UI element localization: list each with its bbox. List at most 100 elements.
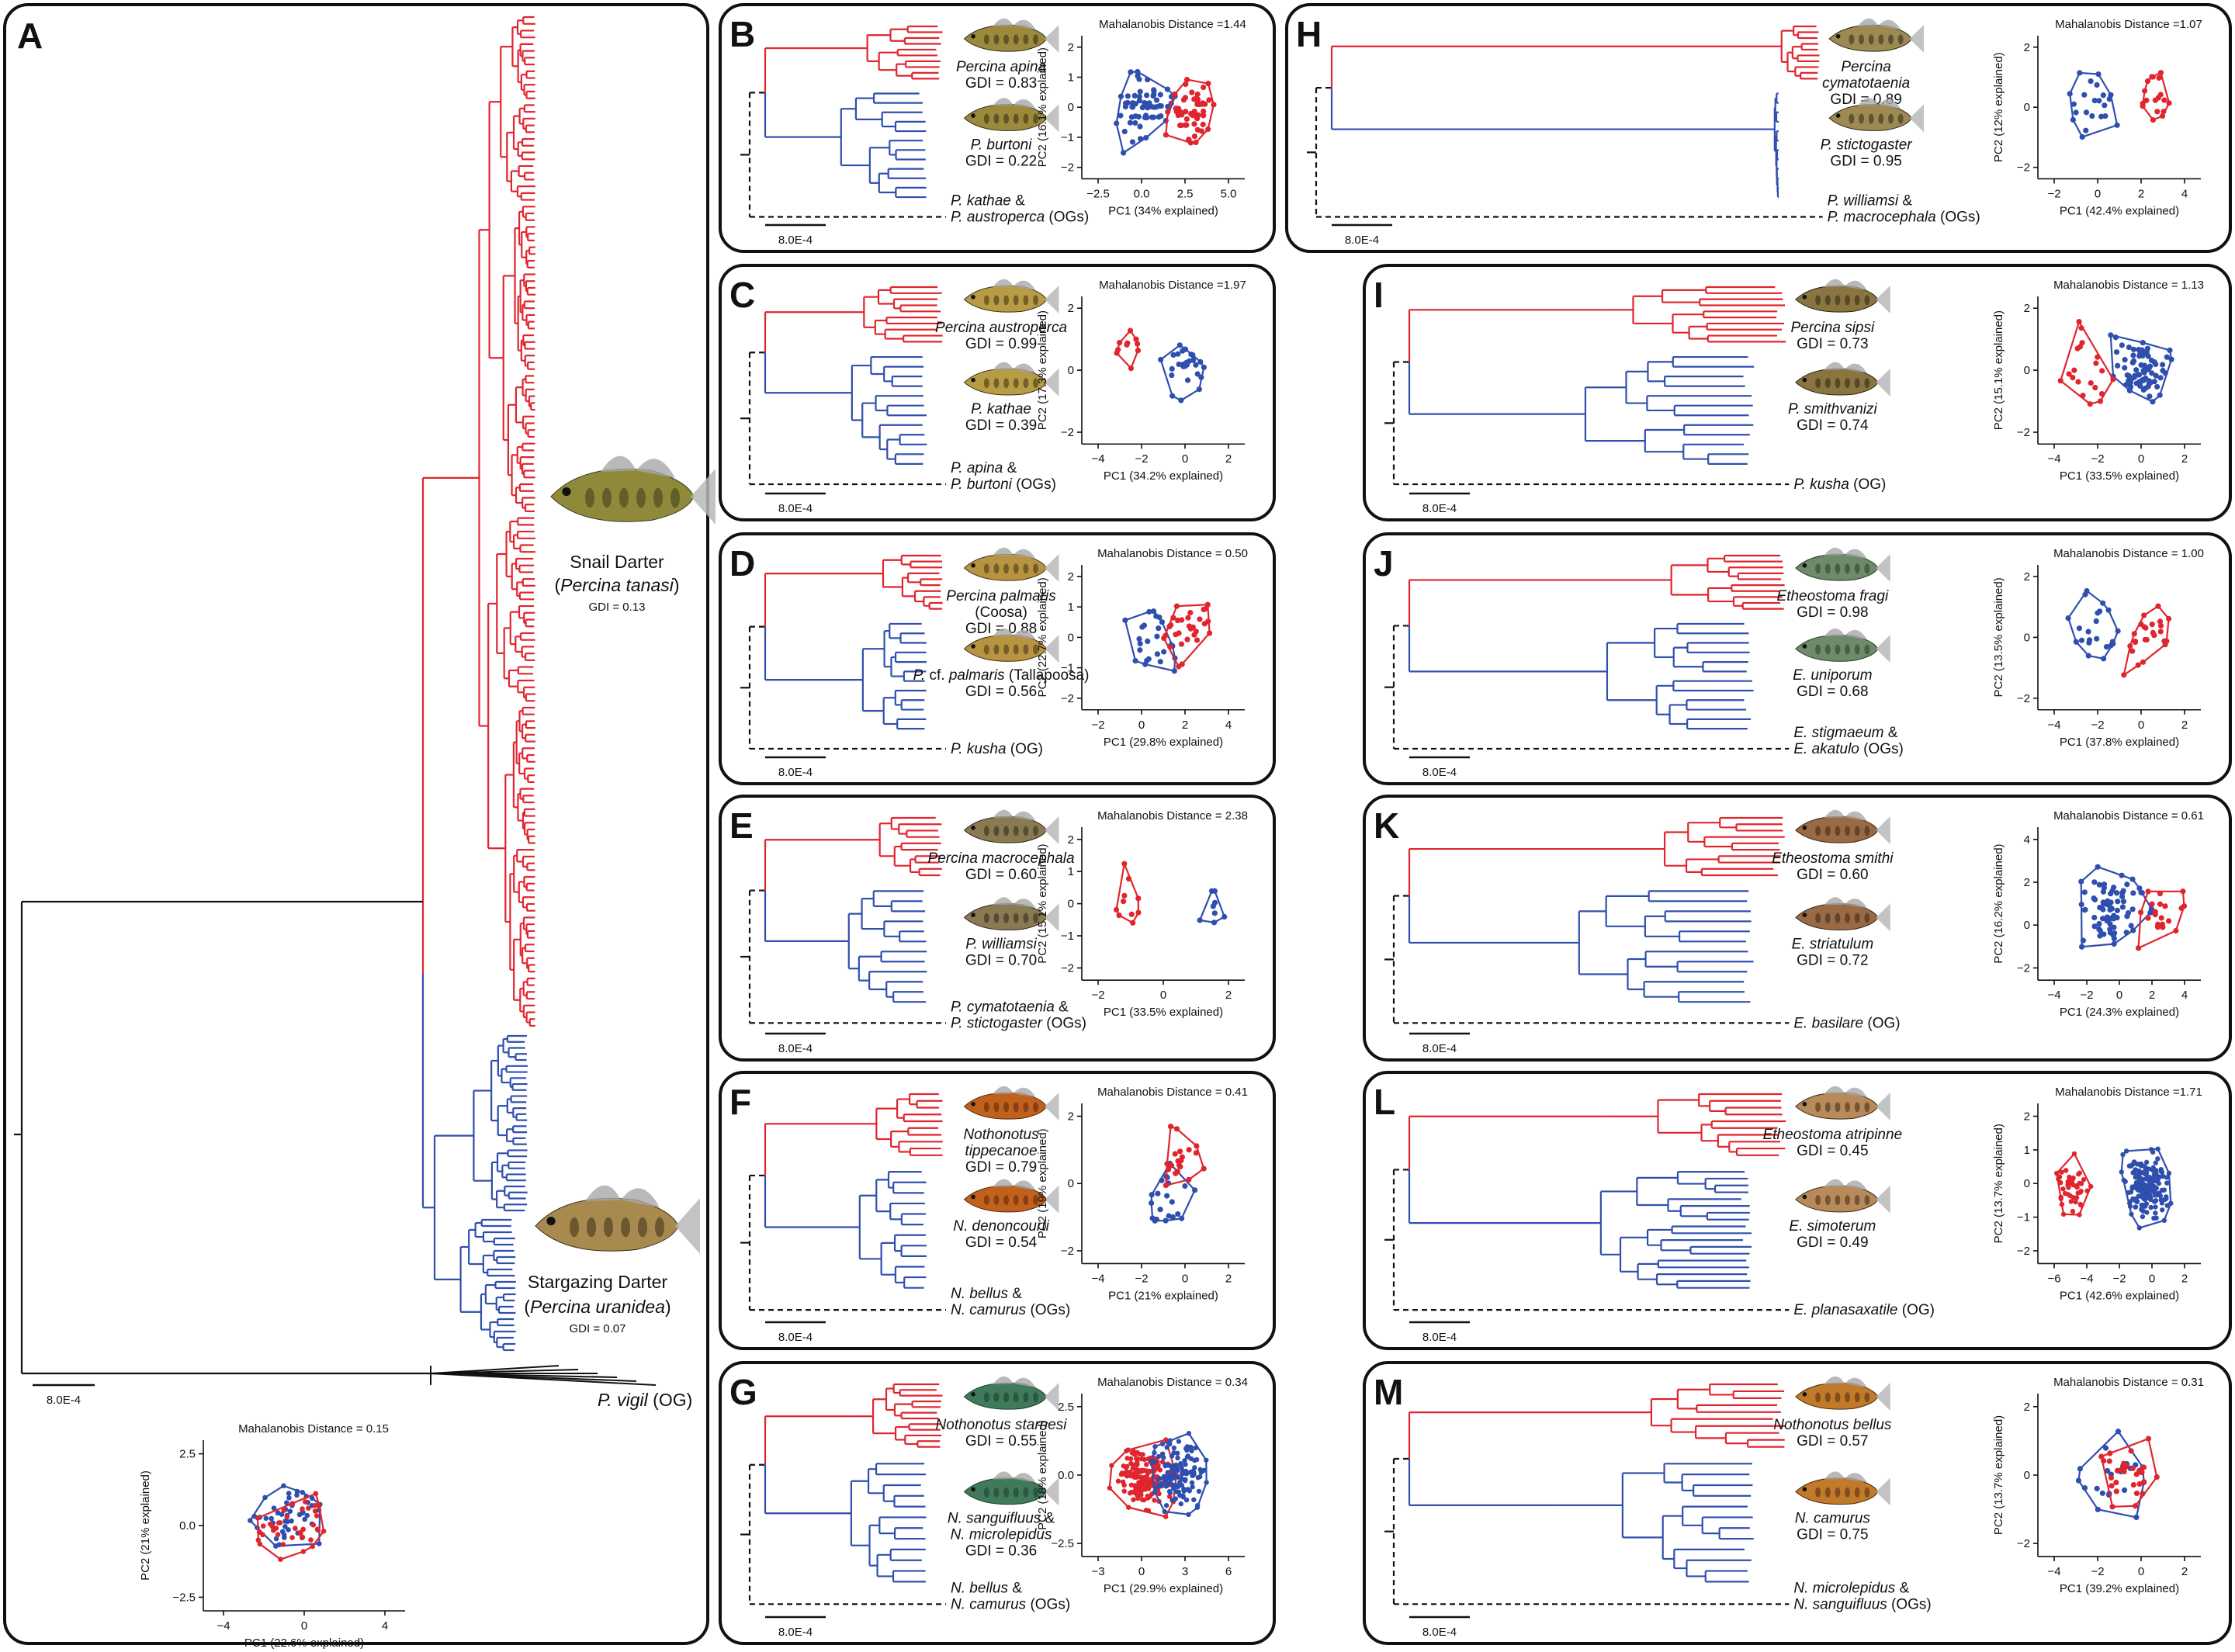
blue-group-point <box>2140 367 2147 374</box>
blue-taxon-fish <box>963 98 1059 133</box>
taxon-scientific-name: (Percina tanasi) <box>554 575 679 595</box>
red-group-point <box>1167 643 1173 650</box>
panel-H-frame <box>1285 3 2232 253</box>
blue-group-point <box>2130 352 2136 358</box>
red-group-point <box>2070 1208 2076 1214</box>
fish-eye <box>1802 1392 1807 1397</box>
red-group-point <box>2130 1482 2136 1488</box>
red-group-point <box>1197 102 1203 108</box>
blue-group-point <box>2138 889 2144 895</box>
blue-group-point <box>1210 903 1216 909</box>
fish-marking <box>1003 563 1010 574</box>
blue-group-point <box>248 1518 253 1523</box>
y-tick-label: 2 <box>1068 570 1074 584</box>
blue-group-point <box>1190 1484 1195 1490</box>
blue-group-point <box>1182 1458 1187 1463</box>
fish-eye <box>1835 34 1841 39</box>
blue-group-point <box>2122 365 2128 371</box>
blue-group-point <box>2168 356 2174 362</box>
red-group-point <box>2074 1195 2080 1200</box>
fish-tail <box>1045 1093 1059 1120</box>
gdi-value: GDI = 0.73 <box>1797 336 1868 352</box>
blue-group-point <box>1166 1463 1171 1468</box>
blue-group-point <box>1192 1457 1197 1463</box>
fish-marking <box>1835 644 1841 655</box>
red-group-point <box>2099 368 2105 374</box>
blue-group-point <box>2115 899 2121 905</box>
red-group-point <box>2135 945 2142 951</box>
red-group-point <box>2140 100 2146 106</box>
blue-group-point <box>2153 372 2159 379</box>
red-group-point <box>1114 350 1120 356</box>
blue-group-point <box>2100 906 2106 913</box>
outgroup-label: P. cymatotaenia & <box>951 999 1069 1015</box>
red-group-point <box>1109 1463 1114 1468</box>
fish-marking <box>1845 1102 1851 1113</box>
fish-marking <box>1013 378 1019 389</box>
taxon-name: P. burtoni <box>971 137 1033 153</box>
blue-group-point <box>262 1494 268 1501</box>
fish-marking <box>983 644 989 655</box>
y-tick-label: 2 <box>2024 302 2030 315</box>
fish-fin <box>1824 362 1845 370</box>
blue-group-point <box>1197 358 1204 365</box>
red-group-point <box>1194 126 1201 133</box>
blue-group-point <box>2138 1161 2144 1167</box>
x-tick-label: 2 <box>2149 989 2155 1002</box>
blue-group-point <box>2159 1200 2165 1206</box>
y-tick-label: 2 <box>1068 41 1074 54</box>
red-group-point <box>260 1523 266 1529</box>
text-span: GDI = 0.22 <box>965 153 1037 169</box>
text-span: Percina apina <box>956 59 1046 75</box>
blue-group-point <box>2077 70 2083 76</box>
red-group-point <box>2088 1183 2094 1190</box>
blue-group-point <box>1186 1512 1191 1518</box>
text-span: P. kathae <box>951 192 1011 209</box>
fish-tail <box>1909 25 1925 53</box>
fish-marking <box>983 1195 989 1205</box>
red-group-point <box>1118 1471 1124 1477</box>
fish-marking <box>621 1217 630 1238</box>
blue-group-point <box>1156 625 1162 632</box>
fish-eye <box>1802 826 1807 830</box>
fish-marking <box>1003 1487 1010 1498</box>
taxon-name: Etheostoma fragi <box>1777 588 1889 604</box>
gdi-value: GDI = 0.72 <box>1797 952 1868 968</box>
blue-group-hull <box>2120 1148 2172 1229</box>
red-group-point <box>2075 1190 2081 1196</box>
outgroup-label: N. sanguifluus (OGs) <box>1793 1596 1931 1612</box>
red-group-point <box>2141 1479 2147 1485</box>
fish-marking <box>993 1392 1000 1403</box>
red-group-point <box>1131 1470 1138 1477</box>
red-group-point <box>1176 1162 1183 1169</box>
red-group-point <box>1131 1497 1136 1502</box>
blue-group-point <box>2115 628 2121 634</box>
snail-darter-fish <box>550 455 716 525</box>
blue-group-point <box>1182 1183 1188 1190</box>
fish-marking <box>1849 34 1855 45</box>
fish-tail <box>1876 635 1890 663</box>
text-span: Etheostoma smithi <box>1772 850 1894 867</box>
red-group-point <box>1191 121 1197 127</box>
fish-marking <box>1845 913 1851 923</box>
blue-group-point <box>2100 899 2106 906</box>
panel-A: AP. vigil (OG)Snail Darter(Percina tanas… <box>3 3 716 1650</box>
panel-letter: I <box>1374 275 1384 315</box>
fish-marking <box>1864 295 1870 306</box>
red-group-point <box>2136 1467 2143 1474</box>
red-group-point <box>2128 1448 2134 1454</box>
blue-group-point <box>2111 940 2117 947</box>
blue-group-point <box>1163 1502 1169 1508</box>
red-group-point <box>2070 1175 2076 1181</box>
fish-fin <box>621 1188 660 1207</box>
blue-group-point <box>1145 76 1151 83</box>
blue-group-point <box>282 1524 288 1529</box>
red-group-point <box>1177 109 1183 115</box>
blue-taxon-fish <box>1795 628 1890 663</box>
red-group-point <box>1121 892 1128 899</box>
blue-group-point <box>1173 1482 1179 1488</box>
y-tick-label: 0 <box>2024 101 2030 114</box>
plot-title: Mahalanobis Distance = 2.38 <box>1097 809 1248 823</box>
panel-L-frame <box>1363 1071 2232 1350</box>
